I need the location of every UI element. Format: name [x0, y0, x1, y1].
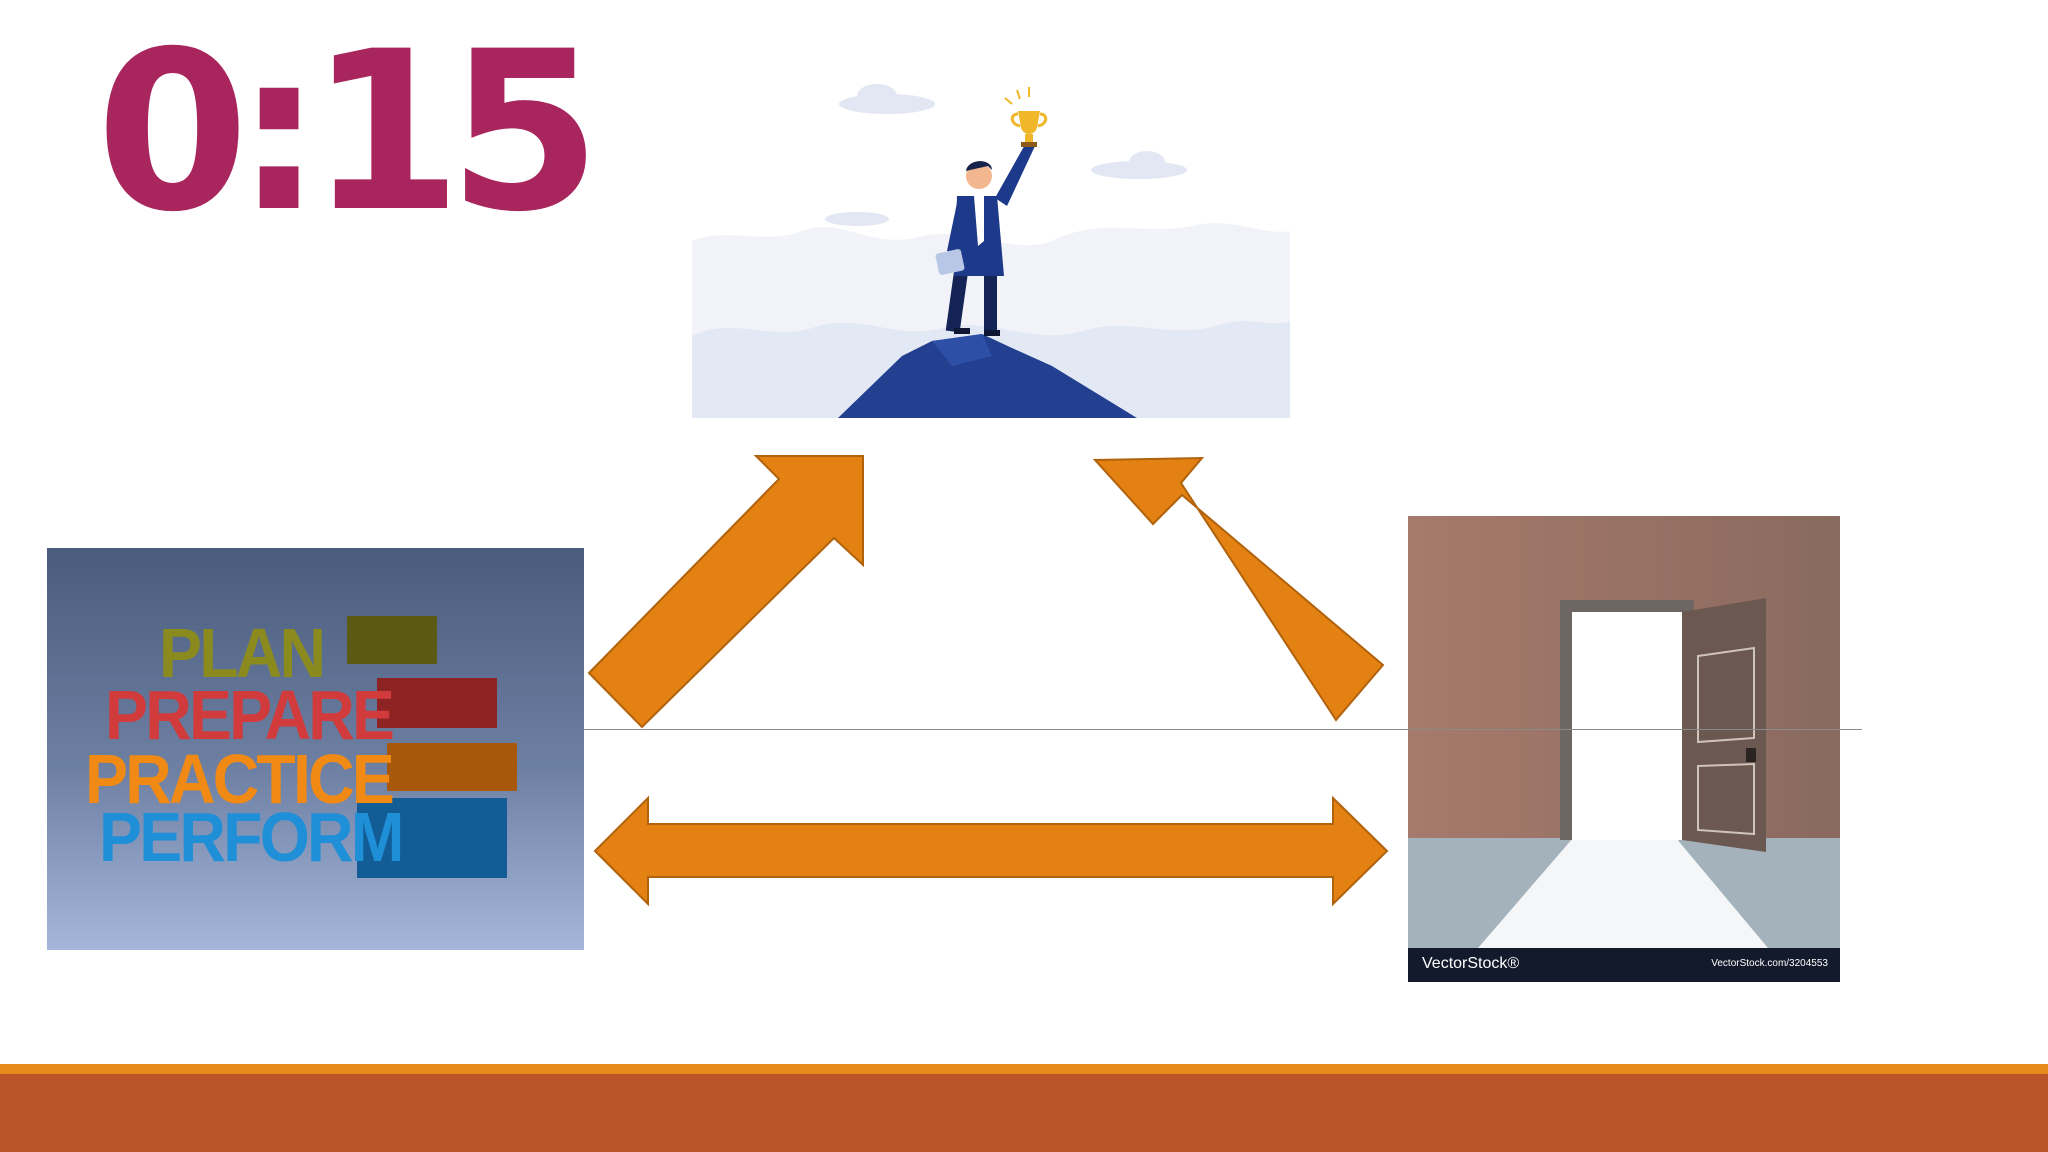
watermark-brand: VectorStock® — [1422, 955, 1520, 972]
prepare-word: PREPARE — [105, 676, 395, 754]
watermark-url: VectorStock.com/3204553 — [1711, 958, 1828, 969]
footer-accent-stripe — [0, 1064, 2048, 1074]
plan-word: PLAN — [159, 614, 326, 692]
summit-success-illustration — [692, 66, 1290, 418]
plan-prepare-practice-perform-image: PLAN PREPARE PRACTICE PERFORM — [47, 548, 584, 950]
perform-word: PERFORM — [99, 798, 404, 876]
briefcase-icon — [935, 249, 965, 275]
watermark-bar: VectorStock® VectorStock.com/3204553 — [1408, 948, 1840, 982]
practice-word: PRACTICE — [85, 740, 395, 818]
open-door-image: VectorStock® VectorStock.com/3204553 — [1408, 516, 1840, 982]
countdown-timer: 0:15 — [96, 4, 601, 260]
footer-bar — [0, 1074, 2048, 1152]
businessman-figure — [935, 141, 1035, 336]
arrow-up-left — [1092, 456, 1385, 722]
trophy-icon — [1004, 87, 1048, 147]
arrow-up-right — [587, 455, 864, 729]
divider-line — [584, 729, 1862, 730]
arrow-double-horizontal — [593, 795, 1389, 907]
